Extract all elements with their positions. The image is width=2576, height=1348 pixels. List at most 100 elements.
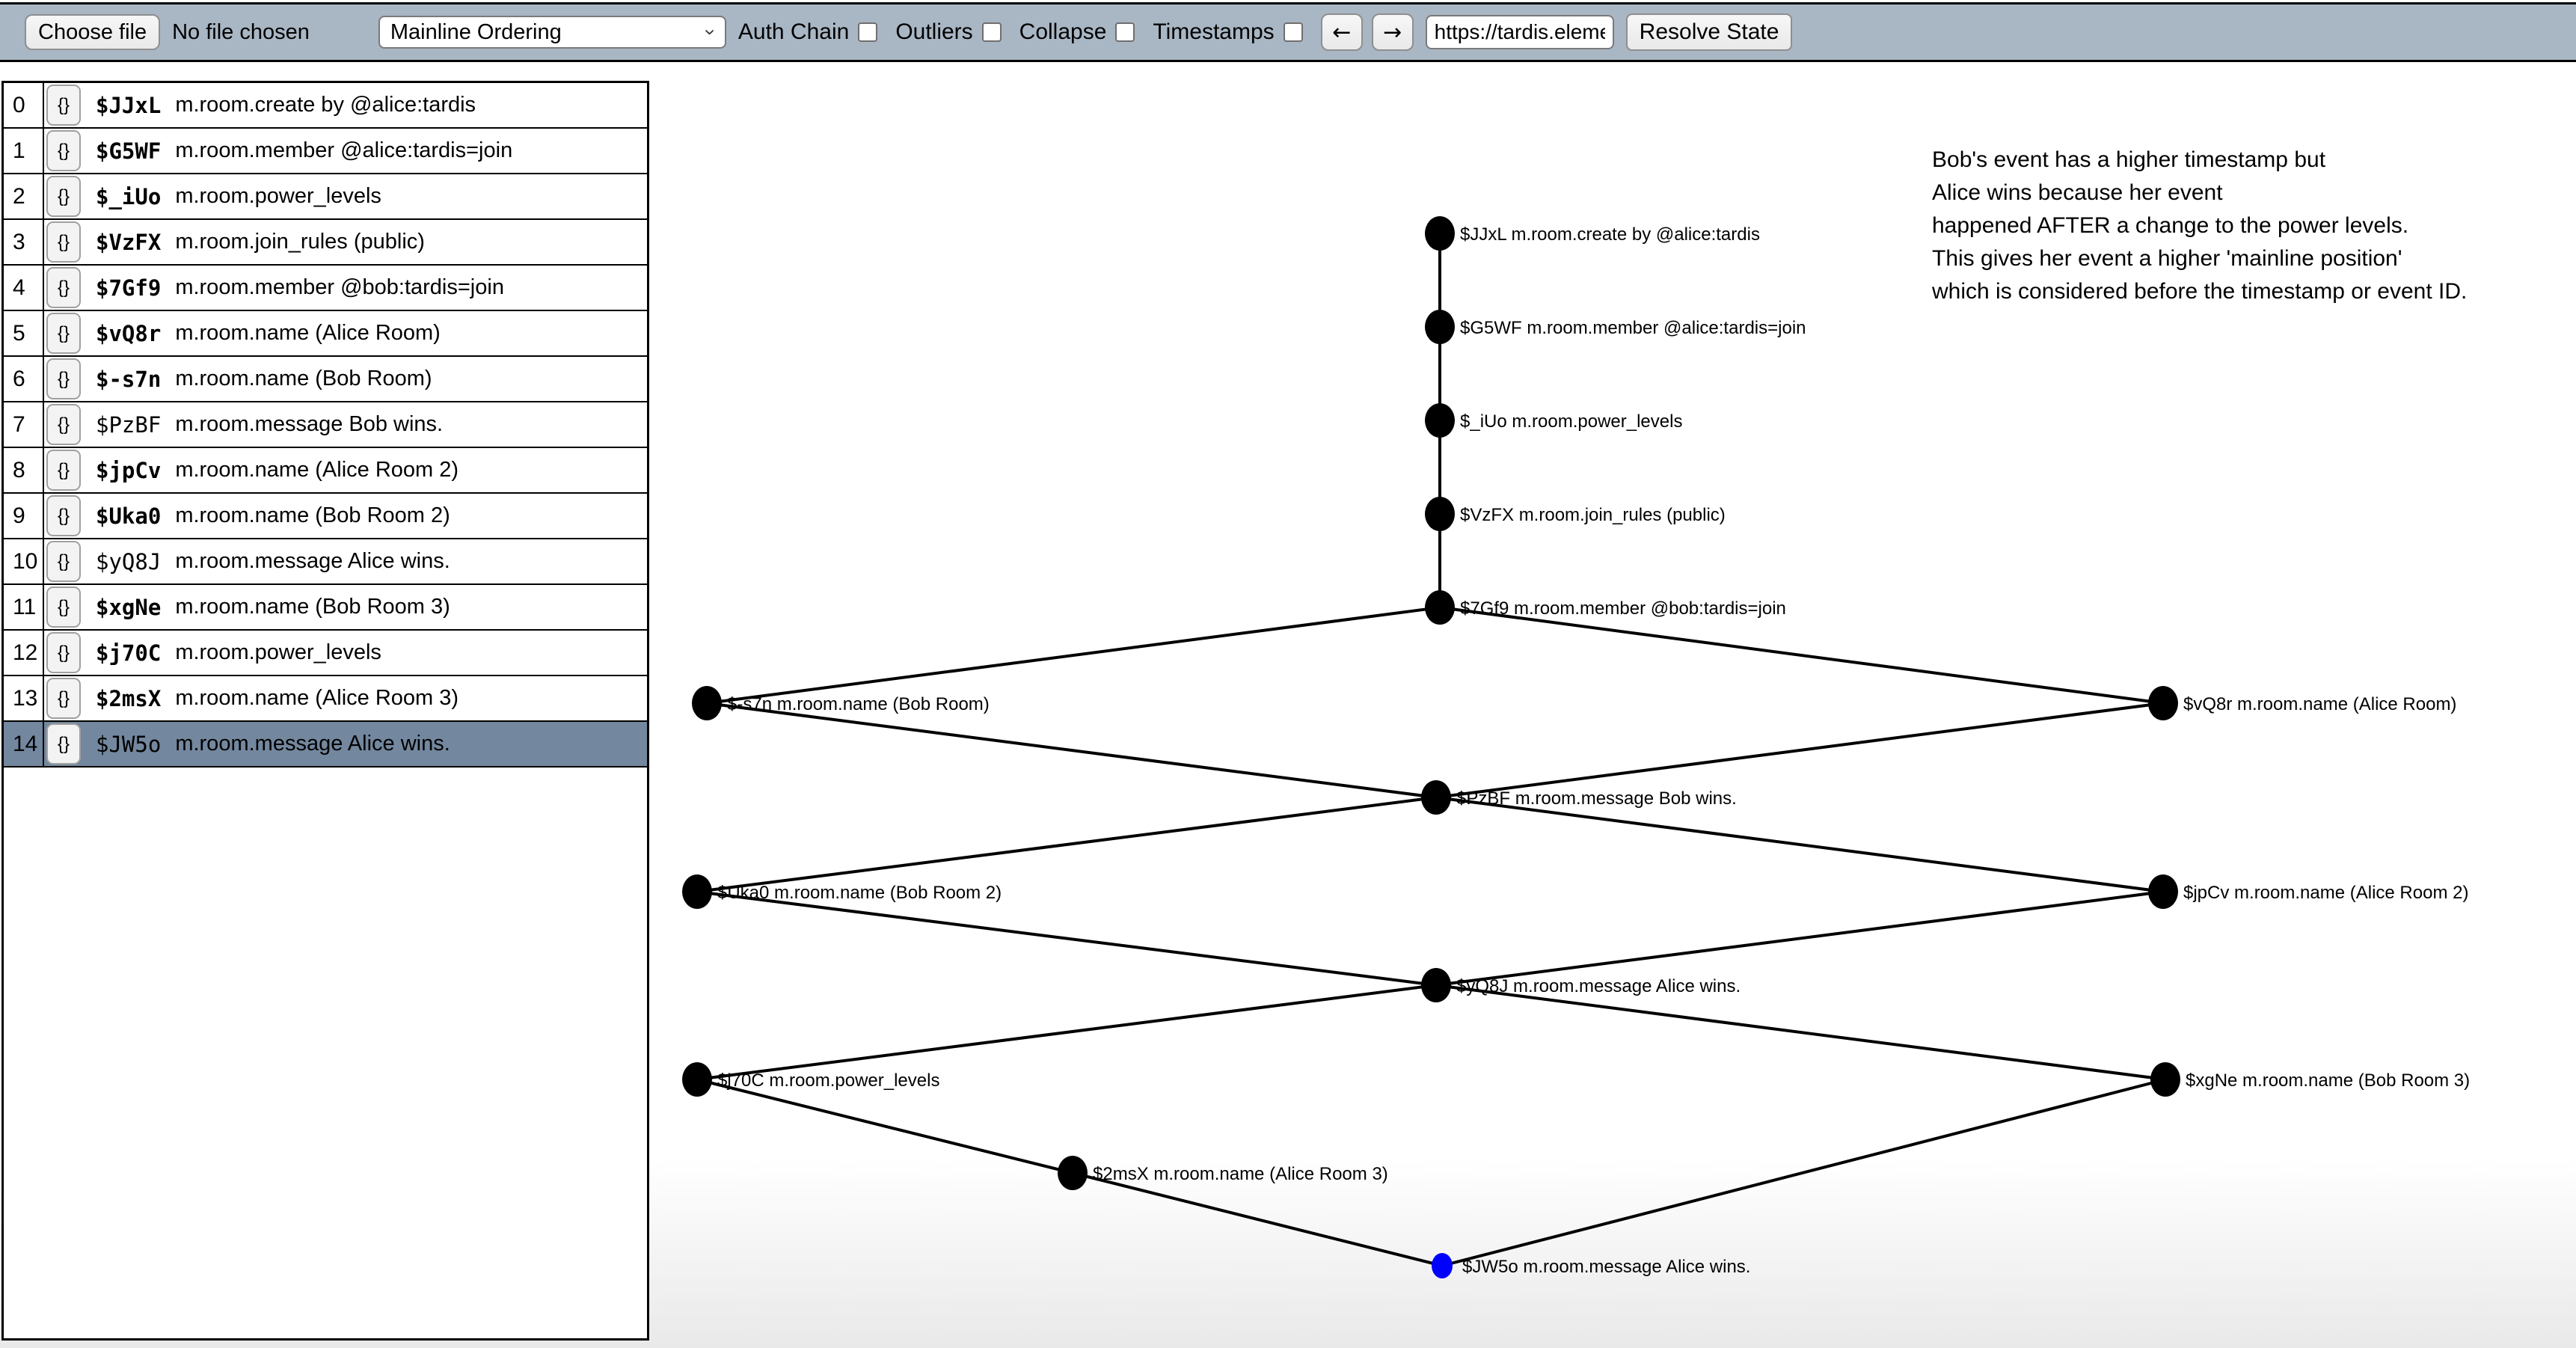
annotation-line: happened AFTER a change to the power lev… xyxy=(1932,213,2409,238)
server-url-input[interactable] xyxy=(1425,15,1614,49)
event-json-button[interactable]: {} xyxy=(46,267,81,308)
event-index: 1 xyxy=(4,129,44,173)
event-description: m.room.message Alice wins. xyxy=(175,732,450,756)
dag-node[interactable] xyxy=(1421,780,1451,815)
event-json-button[interactable]: {} xyxy=(46,85,81,126)
event-json-button[interactable]: {} xyxy=(46,404,81,445)
dag-node[interactable] xyxy=(1421,968,1451,1002)
event-json-button[interactable]: {} xyxy=(46,450,81,491)
event-row[interactable]: 14{} $JW5o m.room.message Alice wins. xyxy=(4,722,647,768)
dag-node[interactable] xyxy=(1425,590,1455,625)
event-index: 8 xyxy=(4,448,44,492)
dag-node-label: $_iUo m.room.power_levels xyxy=(1460,411,1682,432)
dag-node[interactable] xyxy=(2148,686,2178,720)
dag-node-label: $jpCv m.room.name (Alice Room 2) xyxy=(2183,883,2468,903)
dag-node[interactable] xyxy=(2150,1062,2180,1097)
event-index: 14 xyxy=(4,722,44,766)
dag-edge xyxy=(1435,984,2166,1081)
dag-node[interactable] xyxy=(682,1062,712,1097)
ordering-select[interactable]: Mainline Ordering › xyxy=(378,16,726,49)
event-json-button[interactable]: {} xyxy=(46,313,81,354)
dag-node[interactable] xyxy=(1058,1156,1088,1190)
event-json-button[interactable]: {} xyxy=(46,632,81,673)
auth-chain-checkbox[interactable] xyxy=(858,22,878,42)
event-description: m.room.name (Bob Room) xyxy=(175,367,432,390)
dag-node[interactable] xyxy=(692,686,722,720)
back-button[interactable]: ← xyxy=(1320,13,1363,51)
collapse-label: Collapse xyxy=(1019,19,1107,44)
event-json-button[interactable]: {} xyxy=(46,221,81,263)
dag-edge xyxy=(696,984,1437,1081)
dag-edge xyxy=(696,796,1437,893)
dag-node[interactable] xyxy=(1425,403,1455,438)
event-index: 7 xyxy=(4,402,44,447)
timestamps-checkbox[interactable] xyxy=(1283,22,1303,42)
dag-node-label: $-s7n m.room.name (Bob Room) xyxy=(727,694,990,714)
event-id: $jpCv xyxy=(96,457,162,483)
event-description: m.room.name (Bob Room 3) xyxy=(175,595,450,619)
event-description: m.room.name (Alice Room 2) xyxy=(175,458,459,482)
event-description: m.room.name (Alice Room) xyxy=(175,321,441,345)
event-index: 10 xyxy=(4,539,44,583)
event-index: 6 xyxy=(4,357,44,401)
event-id: $G5WF xyxy=(96,138,162,164)
dag-edge xyxy=(706,702,1437,799)
event-description: m.room.create by @alice:tardis xyxy=(175,93,476,117)
dag-node-highlighted[interactable] xyxy=(1432,1253,1453,1278)
outliers-label: Outliers xyxy=(895,19,973,44)
event-id: $JW5o xyxy=(96,731,162,757)
dag-node[interactable] xyxy=(682,874,712,909)
outliers-checkbox[interactable] xyxy=(981,22,1002,42)
event-row[interactable]: 8{} $jpCv m.room.name (Alice Room 2) xyxy=(4,448,647,494)
event-index: 0 xyxy=(4,83,44,127)
dag-node[interactable] xyxy=(1425,497,1455,531)
event-json-button[interactable]: {} xyxy=(46,678,81,719)
resolve-state-button[interactable]: Resolve State xyxy=(1625,13,1793,51)
file-status-text: No file chosen xyxy=(172,19,310,44)
dag-edge xyxy=(1435,796,2164,893)
dag-node-label: $VzFX m.room.join_rules (public) xyxy=(1460,505,1726,525)
event-id: $_iUo xyxy=(96,183,162,209)
event-index: 3 xyxy=(4,220,44,264)
event-id: $2msX xyxy=(96,685,162,711)
dag-node[interactable] xyxy=(2148,874,2178,909)
event-json-button[interactable]: {} xyxy=(46,541,81,582)
dag-edge xyxy=(706,606,1441,705)
event-index: 4 xyxy=(4,266,44,310)
dag-node[interactable] xyxy=(1425,216,1455,251)
dag-edge xyxy=(696,890,1437,987)
dag-node[interactable] xyxy=(1425,310,1455,344)
event-json-button[interactable]: {} xyxy=(46,176,81,217)
event-json-button[interactable]: {} xyxy=(46,586,81,628)
dag-edge xyxy=(1435,890,2164,987)
forward-button[interactable]: → xyxy=(1371,13,1414,51)
choose-file-button[interactable]: Choose file xyxy=(25,14,161,50)
event-json-button[interactable]: {} xyxy=(46,495,81,536)
event-description: m.room.message Bob wins. xyxy=(175,412,444,436)
event-json-button[interactable]: {} xyxy=(46,358,81,399)
dag-edge xyxy=(1439,606,2164,705)
event-id: $VzFX xyxy=(96,229,162,255)
collapse-checkbox[interactable] xyxy=(1115,22,1135,42)
dag-edge xyxy=(1441,1078,2166,1267)
event-index: 2 xyxy=(4,174,44,218)
auth-chain-label: Auth Chain xyxy=(737,19,850,44)
event-json-button[interactable]: {} xyxy=(46,723,81,765)
dag-node-label: $PzBF m.room.message Bob wins. xyxy=(1456,788,1737,809)
event-description: m.room.name (Alice Room 3) xyxy=(175,686,459,710)
event-json-button[interactable]: {} xyxy=(46,130,81,171)
